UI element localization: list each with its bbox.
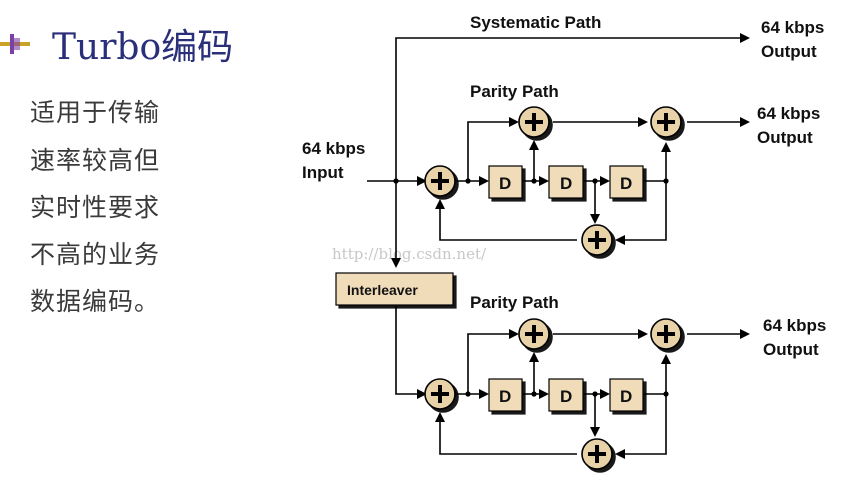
interleaver-block	[335, 272, 454, 306]
adder-icon	[650, 318, 682, 350]
delay-block: D	[548, 165, 584, 199]
delay-block: D	[609, 165, 644, 199]
interleaver-label: Interleaver	[347, 282, 418, 298]
adder-icon	[518, 318, 550, 350]
output-1-rate: 64 kbps	[761, 18, 824, 37]
watermark-text: http://blog.csdn.net/	[332, 245, 487, 263]
adder-icon	[581, 224, 613, 256]
svg-text:D: D	[499, 387, 511, 406]
body-line: 实时性要求	[30, 193, 161, 222]
input-label: Input	[302, 163, 344, 182]
svg-text:D: D	[560, 387, 572, 406]
svg-text:D: D	[620, 174, 632, 193]
output-3-rate: 64 kbps	[763, 316, 826, 335]
adder-icon	[650, 106, 682, 138]
encoder-1-wires	[435, 117, 750, 245]
systematic-path	[367, 33, 750, 268]
output-2-rate: 64 kbps	[757, 104, 820, 123]
svg-text:D: D	[620, 387, 632, 406]
adder-icon	[424, 165, 456, 197]
body-line: 不高的业务	[30, 240, 161, 269]
delay-block: D	[548, 378, 584, 412]
encoder-2-wires	[435, 329, 750, 459]
slide-title: Turbo编码	[52, 27, 234, 68]
svg-text:D: D	[499, 174, 511, 193]
delay-block: D	[488, 165, 523, 199]
systematic-path-label: Systematic Path	[470, 13, 601, 32]
body-line: 数据编码。	[30, 287, 161, 316]
body-line: 速率较高但	[30, 146, 161, 175]
parity-path-label-1: Parity Path	[470, 82, 559, 101]
parity-path-label-2: Parity Path	[470, 293, 559, 312]
body-line: 适用于传输	[30, 98, 161, 127]
output-3-label: Output	[763, 340, 819, 359]
delay-block: D	[488, 378, 523, 412]
interleaver-output-wire	[395, 306, 427, 399]
output-2-label: Output	[757, 128, 813, 147]
output-1-label: Output	[761, 42, 817, 61]
input-rate-label: 64 kbps	[302, 139, 365, 158]
svg-text:D: D	[560, 174, 572, 193]
delay-block: D	[609, 378, 644, 412]
adder-icon	[581, 438, 613, 470]
adder-icon	[424, 378, 456, 410]
adder-icon	[518, 106, 550, 138]
bullet-icon	[0, 34, 30, 54]
